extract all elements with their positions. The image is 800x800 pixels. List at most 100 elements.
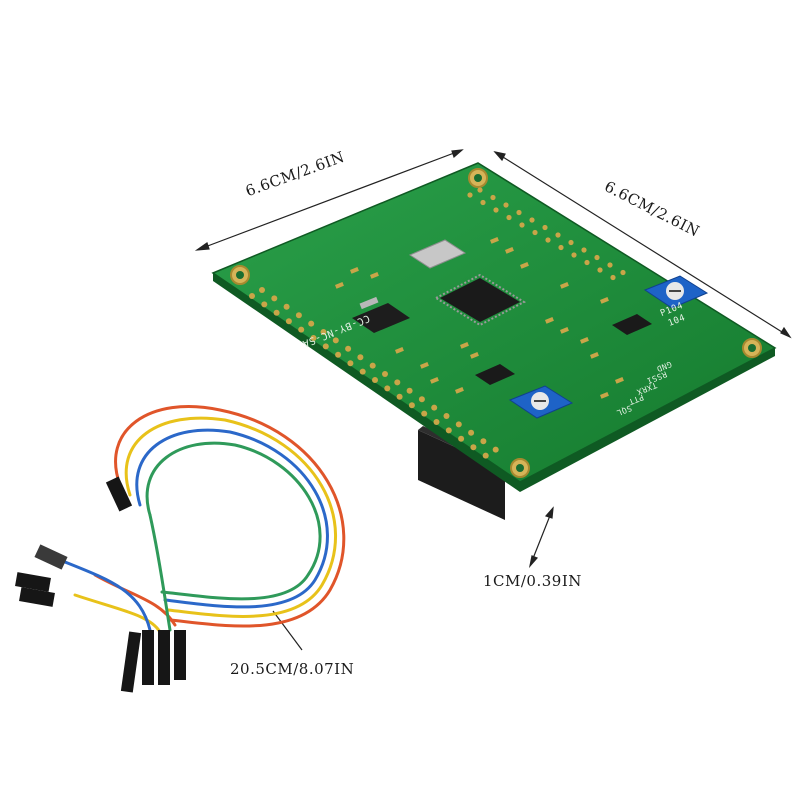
header-pad [382, 371, 388, 377]
header-pad [516, 209, 522, 216]
smd-component [505, 247, 514, 254]
header-pad [558, 244, 564, 251]
regulator-chip [352, 296, 410, 333]
header-pad [445, 427, 452, 434]
smd-component [600, 392, 609, 399]
jumper-cable [58, 405, 346, 634]
header-pad [261, 301, 268, 308]
header-pad [467, 192, 473, 198]
header-pad [568, 239, 574, 246]
header-pad [532, 229, 538, 236]
header-pad [492, 446, 499, 453]
smd-component [590, 352, 599, 359]
smd-component [430, 377, 439, 384]
header-pad [480, 199, 486, 206]
header-pad [259, 287, 265, 293]
header-pad [584, 259, 590, 266]
header-pad [320, 329, 327, 335]
smd-component [469, 352, 479, 359]
dupont-connector-icon [15, 476, 186, 693]
header-pad [335, 351, 342, 358]
arrow-head [493, 151, 506, 162]
smd-component [559, 282, 569, 289]
header-pad [298, 326, 305, 333]
smd-component [599, 297, 609, 304]
header-pad [597, 267, 603, 273]
header-pad [607, 262, 613, 268]
header-pad [359, 368, 366, 375]
smd-component [370, 272, 379, 279]
potentiometer-icon [508, 275, 709, 419]
header-pad [542, 224, 548, 231]
header-pad [357, 354, 364, 361]
header-pad [421, 410, 428, 417]
header-pad [555, 232, 561, 238]
header-pad [347, 360, 354, 367]
arrow-head [780, 326, 792, 339]
header-pad [332, 337, 339, 344]
header-pad [273, 309, 280, 316]
smd-component [545, 317, 554, 324]
header-pad [519, 222, 525, 228]
header-pad [394, 379, 401, 386]
dimension-label-cable-length: 20.5CM/8.07IN [230, 660, 355, 678]
chip-icon [433, 273, 527, 327]
header-pad [477, 187, 483, 193]
rear-header-connector [418, 430, 505, 520]
gpio-header-pads [249, 287, 499, 459]
header-pad [406, 387, 413, 394]
header-pad [345, 345, 352, 352]
header-pad [310, 335, 317, 341]
header-pad [503, 202, 509, 208]
smd-component [520, 262, 529, 269]
header-pad [455, 421, 462, 428]
header-pad [308, 320, 315, 327]
header-pad [620, 269, 626, 276]
dimension-lines [194, 149, 792, 651]
smd-component [350, 267, 359, 274]
smd-component [395, 347, 404, 354]
header-pad [433, 419, 440, 425]
header-pad [372, 377, 378, 383]
header-pad [571, 252, 577, 258]
dim-line-cable [272, 610, 303, 651]
smd-component [420, 362, 429, 369]
header-pad [431, 404, 438, 411]
crystal-icon [408, 239, 467, 269]
smd-component [615, 377, 624, 384]
dimension-label-height: 1CM/0.39IN [483, 572, 582, 590]
header-pad [249, 293, 255, 299]
header-pad [285, 318, 292, 325]
arrow-head [451, 149, 464, 159]
header-pad [322, 343, 329, 350]
header-pad [384, 385, 391, 392]
arrow-head [544, 506, 554, 519]
smd-chip [475, 314, 652, 385]
header-pad [480, 438, 487, 445]
smd-component [460, 342, 469, 349]
smd-component [335, 282, 344, 289]
header-pad [418, 396, 425, 403]
header-pad [443, 413, 450, 419]
header-pad [594, 254, 600, 261]
pcb-board [211, 162, 777, 483]
arrow-head [528, 555, 539, 569]
side-header-pads [467, 187, 626, 281]
header-pad [490, 194, 496, 201]
header-pad [529, 217, 535, 223]
header-pad [468, 429, 475, 436]
smd-component [454, 387, 464, 394]
header-pad [493, 207, 499, 213]
header-pad [545, 237, 551, 243]
header-pad [271, 295, 278, 302]
header-pad [470, 444, 477, 451]
arrow-head [194, 242, 210, 251]
header-pad [408, 402, 415, 409]
smd-component [560, 327, 569, 334]
dim-line-right [494, 151, 791, 338]
header-pad [295, 312, 302, 319]
header-pad [506, 214, 512, 221]
header-pad [482, 452, 489, 459]
